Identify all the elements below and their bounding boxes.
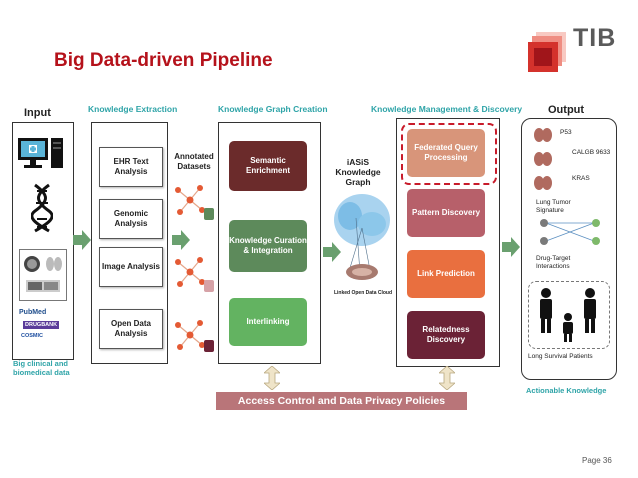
federated-dashed-frame [401, 123, 497, 185]
arrow-input-extraction [73, 230, 91, 255]
lung-icons [534, 128, 552, 190]
knowledge-graph-cloud [330, 188, 394, 293]
open-data-analysis-box: Open Data Analysis [99, 309, 163, 349]
kg-creation-column: Semantic Enrichment Knowledge Curation &… [218, 122, 321, 364]
header-input: Input [24, 107, 51, 119]
access-arrow-left [262, 365, 282, 395]
long-survival-label: Long Survival Patients [528, 353, 593, 360]
arrow-kg-graph [323, 242, 341, 267]
arrow-extraction-kg [172, 230, 190, 255]
semantic-enrichment-box: Semantic Enrichment [229, 141, 307, 191]
drugbank-logo: DRUGBANK [23, 321, 60, 329]
drug-target-icon [540, 219, 600, 245]
patients-icon [540, 288, 596, 342]
header-kg-creation: Knowledge Graph Creation [218, 104, 328, 114]
knowledge-curation-box: Knowledge Curation & Integration [229, 220, 307, 272]
pattern-discovery-box: Pattern Discovery [407, 189, 485, 237]
image-analysis-box: Image Analysis [99, 247, 163, 287]
computer-icon [18, 138, 63, 168]
input-column: PubMed DRUGBANK COSMIC [12, 122, 74, 360]
arrow-management-output [502, 237, 520, 262]
gene-p53: P53 [560, 129, 572, 136]
extraction-column: EHR Text Analysis Genomic Analysis Image… [91, 122, 168, 364]
annotated-graphs [170, 180, 220, 365]
output-caption: Actionable Knowledge [526, 386, 607, 395]
ehr-text-analysis-box: EHR Text Analysis [99, 147, 163, 187]
drug-target-interactions-label: Drug-Target Interactions [536, 255, 571, 270]
page-number: Page 36 [582, 456, 612, 465]
header-extraction: Knowledge Extraction [88, 104, 178, 114]
annotated-datasets-label: Annotated Datasets [174, 152, 214, 171]
header-management: Knowledge Management & Discovery [371, 104, 523, 114]
lod-cloud-label: Linked Open Data Cloud [333, 290, 393, 296]
relatedness-discovery-box: Relatedness Discovery [407, 311, 485, 359]
management-column: Federated Query Processing Pattern Disco… [396, 118, 500, 367]
gene-calgb: CALGB 9633 [572, 149, 611, 156]
page-title: Big Data-driven Pipeline [54, 50, 273, 71]
interlinking-box: Interlinking [229, 298, 307, 346]
survival-box [528, 281, 610, 349]
link-prediction-box: Link Prediction [407, 250, 485, 298]
tib-logo [528, 30, 573, 75]
access-arrow-right [437, 365, 457, 395]
pubmed-logo: PubMed [19, 309, 47, 316]
gene-kras: KRAS [572, 175, 590, 182]
knowledge-graph-label: iASiS Knowledge Graph [335, 157, 381, 188]
medical-image-box [19, 249, 67, 301]
access-control-bar: Access Control and Data Privacy Policies [216, 392, 467, 410]
cosmic-logo: COSMIC [21, 333, 43, 339]
genomic-analysis-box: Genomic Analysis [99, 199, 163, 239]
computer-icon-box [16, 135, 66, 175]
lung-tumor-signature-label: Lung Tumor Signature [536, 199, 571, 214]
output-column: P53 CALGB 9633 KRAS Lung Tumor Signature… [521, 118, 617, 380]
dna-icon [30, 183, 54, 238]
header-output: Output [548, 104, 585, 116]
input-caption: Big clinical and biomedical data [13, 359, 70, 377]
federated-query-box: Federated Query Processing [407, 129, 485, 177]
brand-text: TIB [573, 24, 617, 52]
